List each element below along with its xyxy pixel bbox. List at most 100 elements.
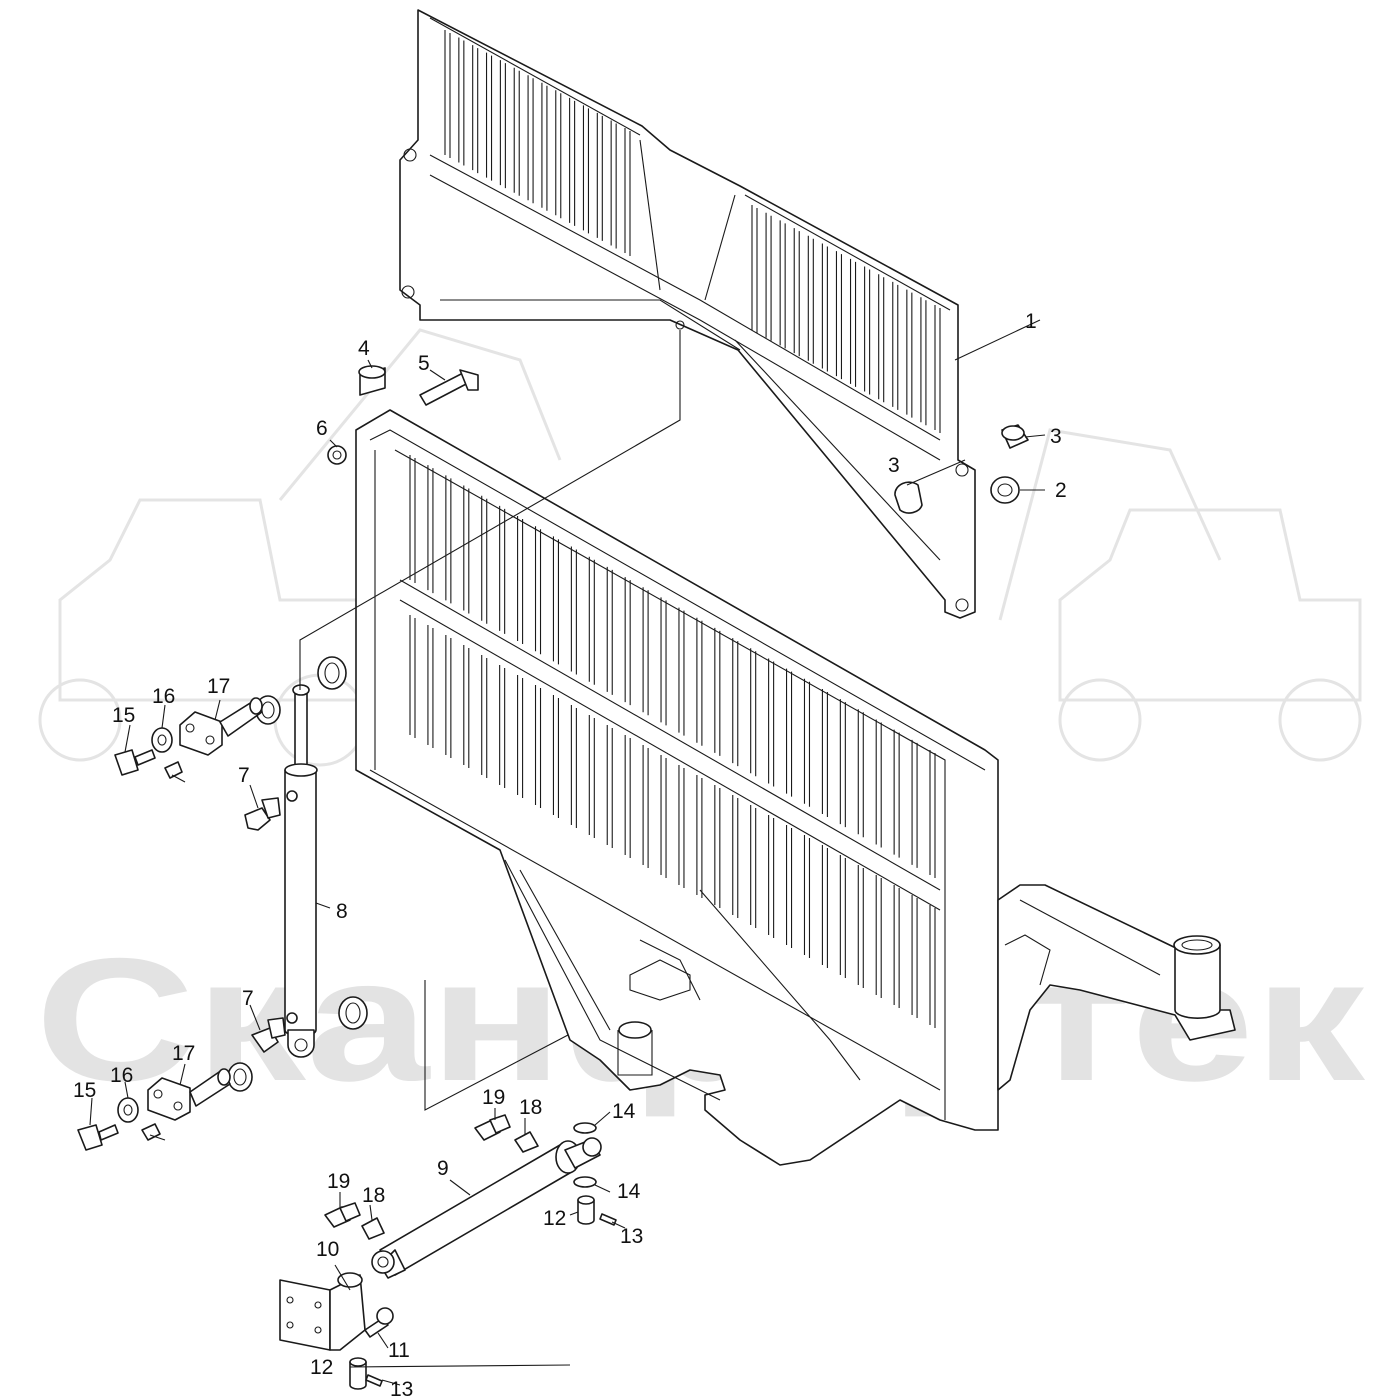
side-arm: [997, 884, 1236, 1091]
vertical-cylinder-part-8: [284, 684, 318, 1058]
grate-slat: [570, 546, 577, 675]
grate-slat: [534, 685, 542, 808]
callout-12-lower: 12: [310, 1356, 333, 1379]
grate-slat: [803, 678, 811, 807]
callout-12-upper: 12: [543, 1207, 566, 1230]
bracket-part-10: [279, 1272, 366, 1351]
grate-slat: [409, 615, 416, 738]
grate-slat: [660, 597, 667, 726]
grate-slat: [803, 835, 811, 958]
grate-slat: [857, 865, 864, 988]
callout-13-lower: 13: [390, 1378, 413, 1400]
upper-grate-left-slats: [444, 30, 631, 256]
grate-slat: [624, 128, 631, 256]
grate-slat: [893, 729, 900, 858]
grate-slat: [445, 475, 452, 604]
grate-slat: [786, 825, 793, 948]
grate-slat: [849, 258, 857, 387]
grate-slat: [588, 556, 595, 685]
grate-slat: [463, 645, 470, 768]
grate-slat: [552, 695, 559, 818]
grate-slat: [839, 699, 846, 828]
grate-slat: [750, 648, 757, 777]
grate-slat: [445, 635, 452, 758]
callout-19-lower: 19: [327, 1170, 350, 1193]
hardware-parts: [77, 365, 1029, 1390]
grate-slat: [793, 228, 800, 357]
grate-slat: [714, 785, 721, 908]
callout-18-upper: 18: [519, 1096, 542, 1119]
grate-slat: [534, 526, 542, 655]
callout-17-lower: 17: [172, 1042, 195, 1065]
grate-slat: [458, 37, 465, 166]
grate-slat: [660, 755, 667, 878]
callout-19-upper: 19: [482, 1086, 505, 1109]
grate-slat: [463, 485, 470, 614]
callout-11: 11: [388, 1339, 410, 1362]
grate-slat: [624, 577, 631, 706]
grate-slat: [570, 705, 577, 828]
grate-slat: [875, 719, 882, 848]
callout-3-right: 3: [1050, 425, 1062, 448]
grate-slat: [472, 45, 479, 174]
callout-labels: 1 2 3 3 4 5 6 7 7 8 9 10 11 12 12 13 13 …: [73, 310, 1067, 1400]
callout-14-upper: 14: [612, 1100, 636, 1123]
callout-7-lower: 7: [242, 987, 254, 1010]
grate-slat: [929, 905, 936, 1028]
grate-slat: [839, 855, 846, 978]
main-grate-frame: [355, 409, 999, 1166]
grate-slat: [821, 688, 828, 817]
upper-grate-part-1: [399, 9, 976, 619]
callout-14-lower: 14: [617, 1180, 641, 1203]
grate-slat: [857, 709, 864, 838]
callout-13-upper: 13: [620, 1225, 643, 1248]
grate-slat: [481, 495, 488, 624]
grate-slat: [696, 775, 703, 898]
callout-6: 6: [316, 417, 328, 440]
callout-7-upper: 7: [238, 764, 250, 787]
grate-slat: [444, 30, 451, 158]
grate-slat: [610, 120, 617, 249]
grate-slat: [768, 658, 775, 787]
grate-slat: [606, 566, 613, 695]
grate-slat: [864, 266, 871, 395]
grate-slat: [878, 274, 885, 403]
grate-slat: [821, 243, 828, 372]
grate-slat: [582, 105, 590, 234]
grate-slat: [499, 505, 506, 634]
grate-slat: [786, 668, 793, 797]
grate-slat: [481, 655, 488, 778]
grate-slat: [485, 52, 493, 181]
callout-17-upper: 17: [207, 675, 230, 698]
grate-slat: [732, 795, 739, 918]
grate-slat: [555, 90, 562, 219]
grate-slat: [569, 97, 576, 226]
grate-slat: [768, 815, 775, 938]
grate-slat: [513, 67, 520, 196]
callout-15-upper: 15: [112, 704, 135, 727]
callout-18-lower: 18: [362, 1184, 385, 1207]
grate-slat: [499, 665, 506, 788]
callout-9: 9: [437, 1157, 449, 1180]
grate-slat: [642, 745, 649, 868]
grate-slat: [929, 750, 936, 878]
grate-slat: [678, 607, 685, 736]
grate-slat: [696, 617, 703, 746]
grate-slat: [920, 297, 927, 426]
callout-2: 2: [1055, 479, 1067, 502]
grate-slat: [807, 235, 814, 364]
grate-slat: [588, 715, 595, 838]
grate-slat: [527, 75, 534, 204]
grate-slat: [678, 765, 685, 888]
grate-slat: [499, 60, 506, 189]
grate-slat: [911, 739, 918, 868]
grate-slat: [409, 455, 416, 583]
grate-slat: [714, 627, 721, 756]
grate-slat: [779, 220, 786, 349]
grate-slat: [517, 516, 524, 645]
grate-slat: [541, 82, 548, 211]
grate-slat: [552, 536, 559, 665]
grate-slat: [934, 305, 941, 433]
grate-slat: [427, 465, 434, 594]
grate-slat: [517, 675, 524, 798]
